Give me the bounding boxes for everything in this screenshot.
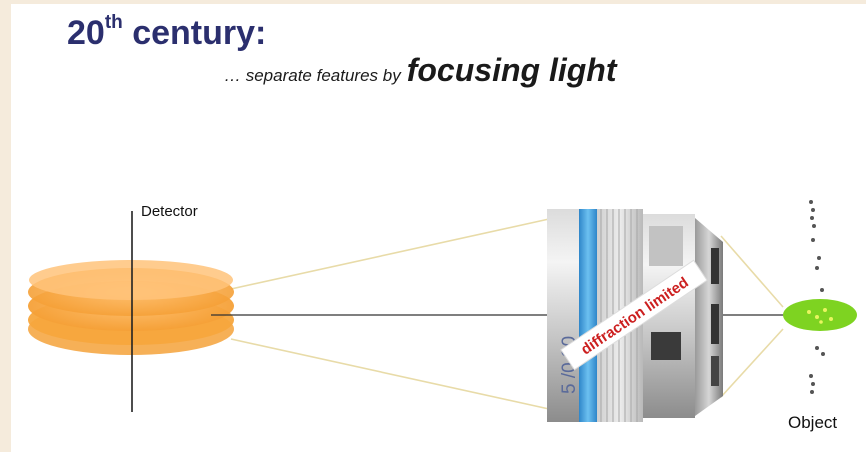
- light-rays: [230, 218, 784, 410]
- slide-subtitle: … separate features by focusing light: [224, 52, 616, 89]
- object-label: Object: [788, 413, 837, 432]
- object-particles: [809, 200, 825, 394]
- objective-lens: 5 /0.90: [547, 209, 723, 422]
- subtitle-emphasis: focusing light: [406, 52, 617, 88]
- object-specimen: [783, 299, 857, 331]
- detector-label: Detector: [141, 203, 198, 220]
- subtitle-lead: … separate features by: [224, 66, 401, 85]
- slide-title: 20th century:: [67, 12, 267, 52]
- slide: 20th century: … separate features by focu…: [11, 4, 866, 452]
- detector-image-spot: [28, 260, 234, 355]
- optics-diagram: Detector 5 /0.90: [28, 200, 857, 432]
